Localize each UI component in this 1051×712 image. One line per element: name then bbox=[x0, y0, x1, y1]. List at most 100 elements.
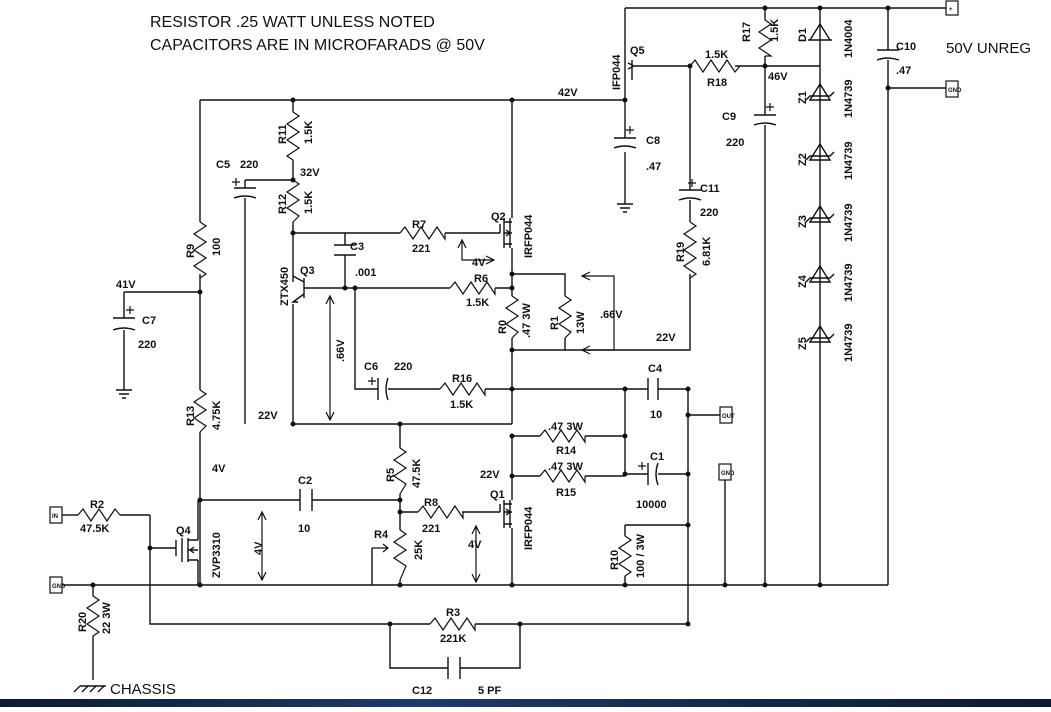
label-q3-value: ZTX450 bbox=[279, 267, 291, 306]
svg-text:IN: IN bbox=[52, 514, 58, 520]
resistor-r18-symbol bbox=[689, 58, 741, 74]
resistor-r14-symbol bbox=[539, 428, 586, 444]
label-r8-value: 221 bbox=[422, 523, 440, 535]
label-c2-value: 10 bbox=[298, 523, 310, 535]
resistor-r12-symbol bbox=[285, 179, 301, 223]
label-r11: R11 bbox=[277, 124, 289, 144]
label-r16-value: 1.5K bbox=[450, 399, 473, 411]
capacitor-c9-symbol bbox=[753, 114, 777, 126]
zener-z4-symbol bbox=[805, 264, 835, 283]
label-r2-value: 47.5K bbox=[80, 523, 109, 535]
resistor-r11-symbol bbox=[285, 111, 301, 161]
resistor-r10-symbol bbox=[617, 535, 633, 577]
label-c9: C9 bbox=[722, 111, 736, 123]
label-c11-value: 220 bbox=[700, 207, 718, 219]
mosfet-q2-symbol bbox=[499, 218, 512, 248]
svg-text:GND: GND bbox=[721, 471, 735, 477]
component-labels: Q5 IFP044 R17 1.5K 1.5K R18 D1 1N4004 Z1… bbox=[77, 19, 916, 697]
label-z4-value: 1N4739 bbox=[843, 263, 855, 302]
capacitor-c8-symbol bbox=[613, 137, 637, 149]
chassis-label: CHASSIS bbox=[110, 681, 176, 698]
note-capacitor-units: CAPACITORS ARE IN MICROFARADS @ 50V bbox=[150, 37, 485, 54]
capacitor-c1-symbol bbox=[647, 462, 659, 486]
label-q2-value: IRFP044 bbox=[523, 214, 535, 258]
label-r18-value: 1.5K bbox=[705, 49, 728, 61]
label-r11-value: 1.5K bbox=[303, 121, 315, 144]
resistor-r17-symbol bbox=[757, 19, 773, 57]
label-c10: C10 bbox=[896, 41, 916, 53]
junction-dots bbox=[90, 5, 891, 627]
label-r0: R0 bbox=[497, 320, 509, 334]
resistor-r15-symbol bbox=[539, 468, 586, 484]
voltage-4v-r13: 4V bbox=[212, 463, 226, 475]
voltage-arrows bbox=[257, 238, 615, 584]
label-r3: R3 bbox=[446, 607, 460, 619]
capacitor-c11-symbol bbox=[678, 189, 702, 201]
label-r19-value: 6.81K bbox=[701, 237, 713, 266]
label-r17: R17 bbox=[741, 22, 753, 42]
wiring bbox=[62, 7, 946, 693]
label-q1-value: IRFP044 bbox=[523, 506, 535, 550]
label-r10: R10 bbox=[609, 550, 621, 570]
label-c1-value: 10000 bbox=[636, 499, 667, 511]
terminal-plus: + bbox=[945, 0, 959, 16]
label-c11: C11 bbox=[700, 183, 720, 195]
capacitor-c2-symbol bbox=[299, 489, 313, 511]
resistor-r1-symbol bbox=[557, 295, 573, 339]
label-c6: C6 bbox=[364, 361, 378, 373]
voltage-labels: 42V 46V 32V 41V 22V 22V 22V 4V 4V 4V 4V … bbox=[116, 71, 788, 555]
label-r20-value: 22 3W bbox=[101, 602, 113, 634]
voltage-4v-q4: 4V bbox=[253, 541, 265, 555]
zener-z1-symbol bbox=[805, 82, 835, 101]
resistor-r13-symbol bbox=[192, 389, 208, 433]
label-c8-value: .47 bbox=[646, 161, 661, 173]
label-r19: R19 bbox=[675, 242, 687, 262]
resistor-r16-symbol bbox=[439, 381, 486, 397]
resistor-r7-symbol bbox=[399, 225, 446, 241]
mosfet-q5-symbol bbox=[624, 60, 648, 80]
resistor-r6-symbol bbox=[449, 280, 496, 296]
label-r13: R13 bbox=[185, 406, 197, 426]
note-resistor-wattage: RESISTOR .25 WATT UNLESS NOTED bbox=[150, 14, 435, 31]
capacitor-c7-symbol bbox=[112, 317, 136, 331]
label-r9-value: 100 bbox=[211, 238, 223, 256]
label-c8: C8 bbox=[646, 135, 660, 147]
label-c3-value: .001 bbox=[355, 267, 376, 279]
label-r5-value: 47.5K bbox=[411, 459, 423, 488]
diode-d1-symbol bbox=[808, 22, 832, 41]
label-r18: R18 bbox=[707, 77, 727, 89]
voltage-22v-left: 22V bbox=[258, 410, 278, 422]
label-r6: R6 bbox=[474, 273, 488, 285]
label-c9-value: 220 bbox=[726, 137, 744, 149]
terminal-gnd-right: GND bbox=[718, 463, 735, 481]
capacitor-c10-symbol bbox=[876, 49, 900, 61]
label-q4-value: ZVP3310 bbox=[211, 532, 223, 578]
label-r0-value: .47 3W bbox=[521, 303, 533, 338]
svg-text:OUT: OUT bbox=[722, 414, 735, 420]
resistors bbox=[77, 19, 773, 637]
label-z3: Z3 bbox=[797, 215, 809, 228]
label-r5: R5 bbox=[385, 468, 397, 482]
svg-text:GND: GND bbox=[948, 88, 962, 94]
zener-z3-symbol bbox=[805, 204, 835, 223]
voltage-4v-q2: 4V bbox=[472, 257, 486, 269]
label-c4-value: 10 bbox=[650, 409, 662, 421]
capacitor-c6-symbol bbox=[377, 377, 389, 401]
label-c12: C12 bbox=[412, 685, 432, 697]
label-z4: Z4 bbox=[797, 274, 809, 288]
label-z1-value: 1N4739 bbox=[843, 79, 855, 118]
resistor-r20-symbol bbox=[85, 595, 101, 637]
label-r12: R12 bbox=[277, 194, 289, 214]
voltage-41v: 41V bbox=[116, 279, 136, 291]
transistors bbox=[175, 60, 648, 562]
label-r2: R2 bbox=[90, 499, 104, 511]
terminal-gnd-left: GND bbox=[49, 576, 66, 594]
label-r1-value: 13W bbox=[575, 311, 587, 334]
label-z1: Z1 bbox=[797, 91, 809, 104]
label-c7-value: 220 bbox=[138, 339, 156, 351]
terminal-out: OUT bbox=[719, 406, 735, 424]
terminal-gnd-top: GND bbox=[945, 80, 962, 98]
bottom-strip bbox=[0, 699, 1051, 707]
label-c6-value: 220 bbox=[394, 361, 412, 373]
